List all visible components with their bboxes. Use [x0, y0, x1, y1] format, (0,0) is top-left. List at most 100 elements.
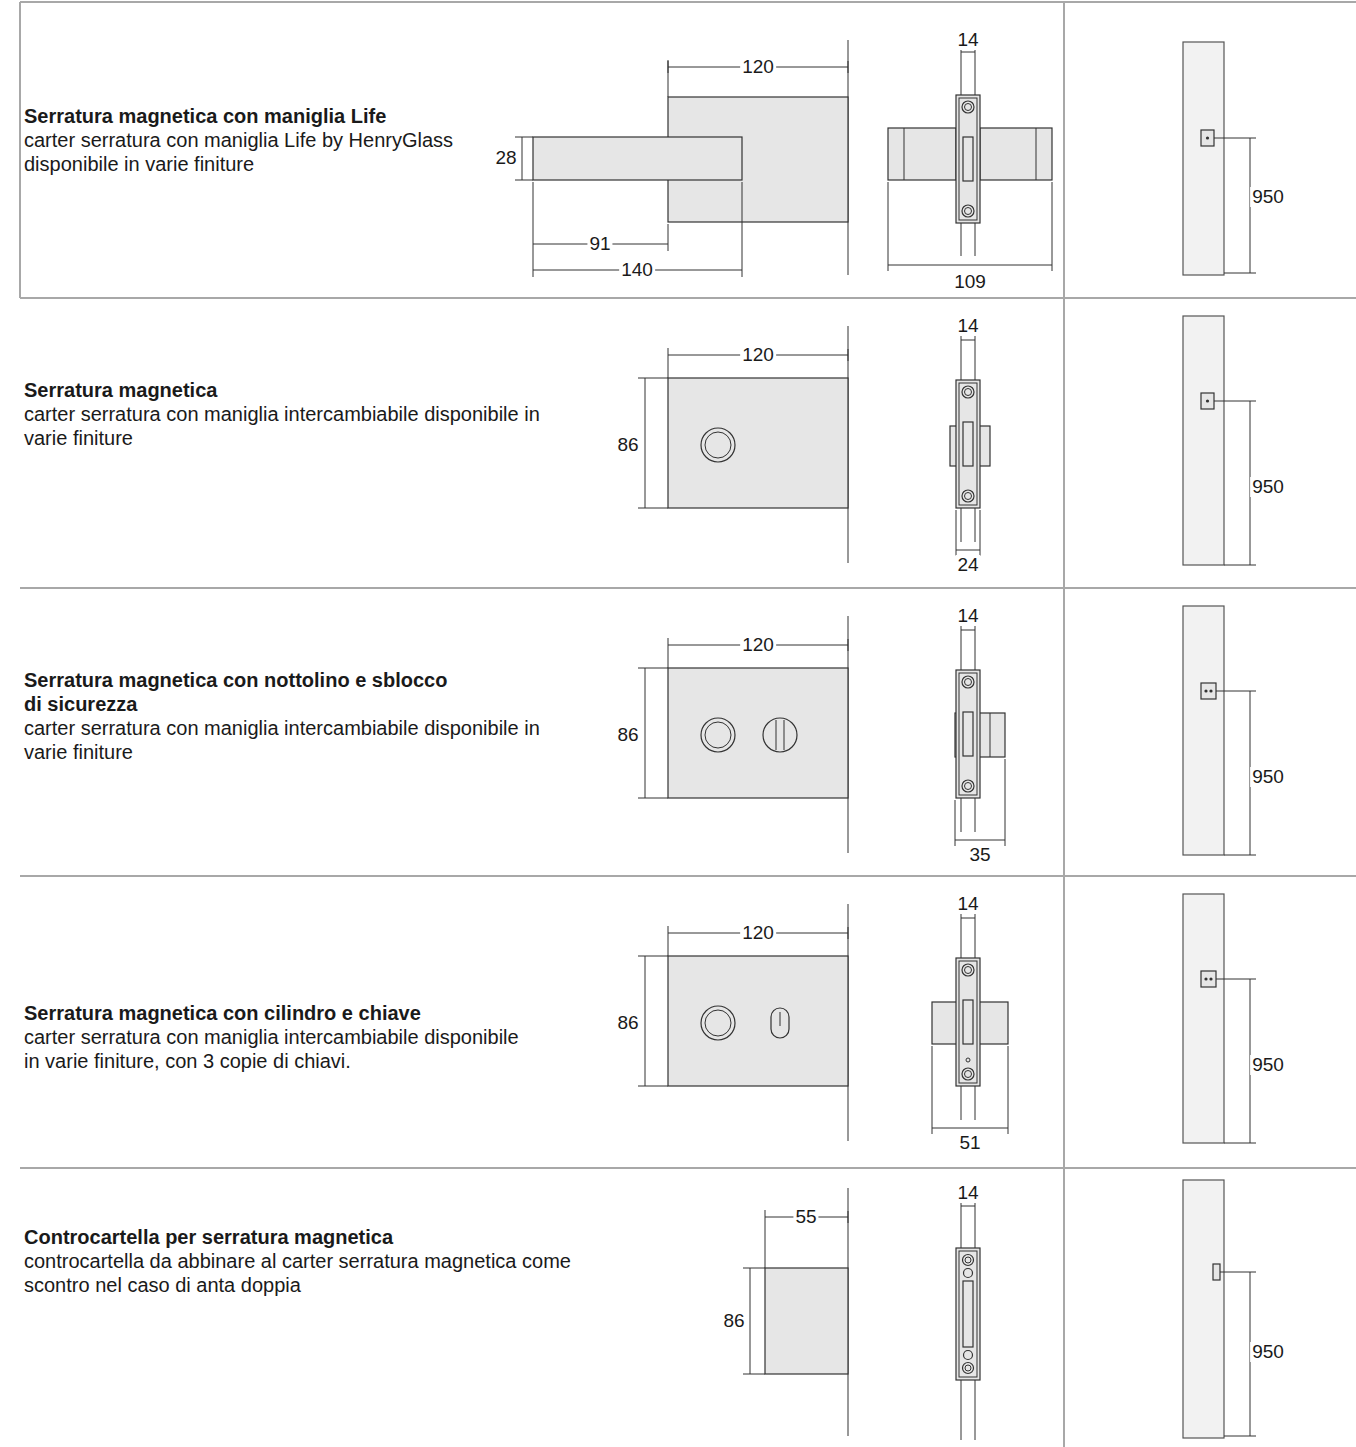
drawing-line [776, 720, 777, 750]
product-title: Serratura magnetica [24, 378, 544, 402]
drawing-circle [964, 1269, 973, 1278]
product-text: carter serratura con maniglia Life by He… [24, 128, 494, 176]
drawing-use [956, 380, 980, 508]
drawing-line [955, 800, 956, 846]
drawing-line [20, 1, 1356, 3]
lock-life-drawing [515, 40, 1256, 277]
dimension-value: 28 [493, 148, 518, 168]
drawing-circle [965, 1257, 971, 1263]
drawing-line [784, 720, 785, 750]
product-title: Controcartella per serratura magnetica [24, 1225, 544, 1249]
dimension-value: 86 [615, 1013, 640, 1033]
drawing-line [1224, 273, 1256, 274]
drawing-circle [963, 1255, 974, 1266]
drawing-line [1220, 1272, 1256, 1273]
drawing-line [961, 918, 975, 919]
drawing-line [848, 927, 849, 939]
drawing-rect [771, 1008, 789, 1038]
drawing-line [668, 61, 669, 73]
drawing-line [522, 137, 523, 180]
drawing-rect [1201, 393, 1214, 409]
drawing-line [1036, 128, 1037, 180]
drawing-line [961, 340, 975, 341]
dimension-value: 120 [740, 345, 776, 365]
drawing-circle [964, 1351, 973, 1360]
drawing-circle [705, 1010, 731, 1036]
product-text: carter serratura con maniglia intercambi… [24, 1025, 539, 1073]
drawing-line [743, 1268, 765, 1269]
lock-thumbturn-drawing [638, 606, 1256, 855]
drawing-line [19, 2, 21, 298]
drawing-circle [701, 718, 735, 752]
drawing-rect [963, 1281, 973, 1347]
drawing-line [20, 297, 1356, 299]
drawing-line [638, 508, 668, 509]
drawing-rect [888, 128, 956, 180]
drawing-circle [1209, 689, 1212, 692]
drawing-line [961, 630, 975, 631]
dimension-value: 86 [721, 1311, 746, 1331]
drawing-line [742, 182, 743, 277]
drawing-rect [668, 668, 848, 798]
drawing-circle [1206, 399, 1209, 402]
drawing-line [638, 956, 668, 957]
drawing-circle [763, 718, 797, 752]
dimension-value: 55 [793, 1207, 818, 1227]
strike-plate-drawing [743, 1180, 1256, 1440]
drawing-line [1008, 1046, 1009, 1134]
drawing-line [1224, 855, 1256, 856]
dimension-value: 51 [957, 1133, 982, 1153]
drawing-line [638, 378, 668, 379]
drawing-line [932, 1128, 1008, 1129]
dimension-value: 140 [619, 260, 655, 280]
dimension-value: 86 [615, 725, 640, 745]
drawing-rect [765, 1268, 848, 1374]
drawing-line [956, 550, 980, 551]
drawing-line [961, 1206, 975, 1207]
product-description: Controcartella per serratura magneticaco… [24, 1225, 589, 1297]
drawing-line [20, 1167, 1356, 1169]
drawing-line [1005, 759, 1006, 846]
drawing-circle [965, 1365, 971, 1371]
drawing-line [668, 348, 669, 378]
drawing-line [1052, 182, 1053, 271]
drawing-line [638, 1086, 668, 1087]
drawing-line [1063, 2, 1065, 1447]
drawing-circle [705, 722, 731, 748]
dimension-value: 109 [952, 272, 988, 292]
product-description: Serratura magnetica con maniglia Lifecar… [24, 104, 544, 176]
drawing-rect [1201, 971, 1216, 987]
drawing-line [888, 182, 889, 271]
drawing-line [750, 1268, 751, 1374]
drawing-circle [701, 428, 735, 462]
product-title: Serratura magnetica con maniglia Life [24, 104, 544, 128]
product-description: Serratura magnetica con cilindro e chiav… [24, 1001, 544, 1073]
drawing-rect [956, 1248, 980, 1380]
drawing-line [645, 668, 646, 798]
drawing-rect [1183, 606, 1224, 855]
drawing-line [20, 875, 1356, 877]
drawing-rect [1183, 1180, 1224, 1438]
drawing-rect [1201, 683, 1216, 699]
dimension-value: 91 [587, 234, 612, 254]
drawing-line [848, 349, 849, 361]
dimension-value: 86 [615, 435, 640, 455]
drawing-line [668, 638, 669, 668]
drawing-rect [1183, 894, 1224, 1143]
drawing-rect [959, 1251, 977, 1377]
drawing-line [1224, 1143, 1256, 1144]
drawing-use [956, 95, 980, 223]
lock-cylinder-drawing [638, 894, 1256, 1143]
drawing-line [533, 182, 534, 277]
product-title: Serratura magnetica con nottolino e sblo… [24, 668, 454, 716]
drawing-rect [1183, 42, 1224, 275]
drawing-line [848, 61, 849, 73]
dimension-value: 950 [1250, 1055, 1286, 1075]
dimension-value: 14 [955, 894, 980, 914]
dimension-value: 950 [1250, 187, 1286, 207]
drawing-line [955, 840, 1005, 841]
dimension-value: 950 [1250, 767, 1286, 787]
drawing-line [990, 713, 991, 757]
dimension-value: 120 [740, 57, 776, 77]
drawing-line [668, 926, 669, 956]
